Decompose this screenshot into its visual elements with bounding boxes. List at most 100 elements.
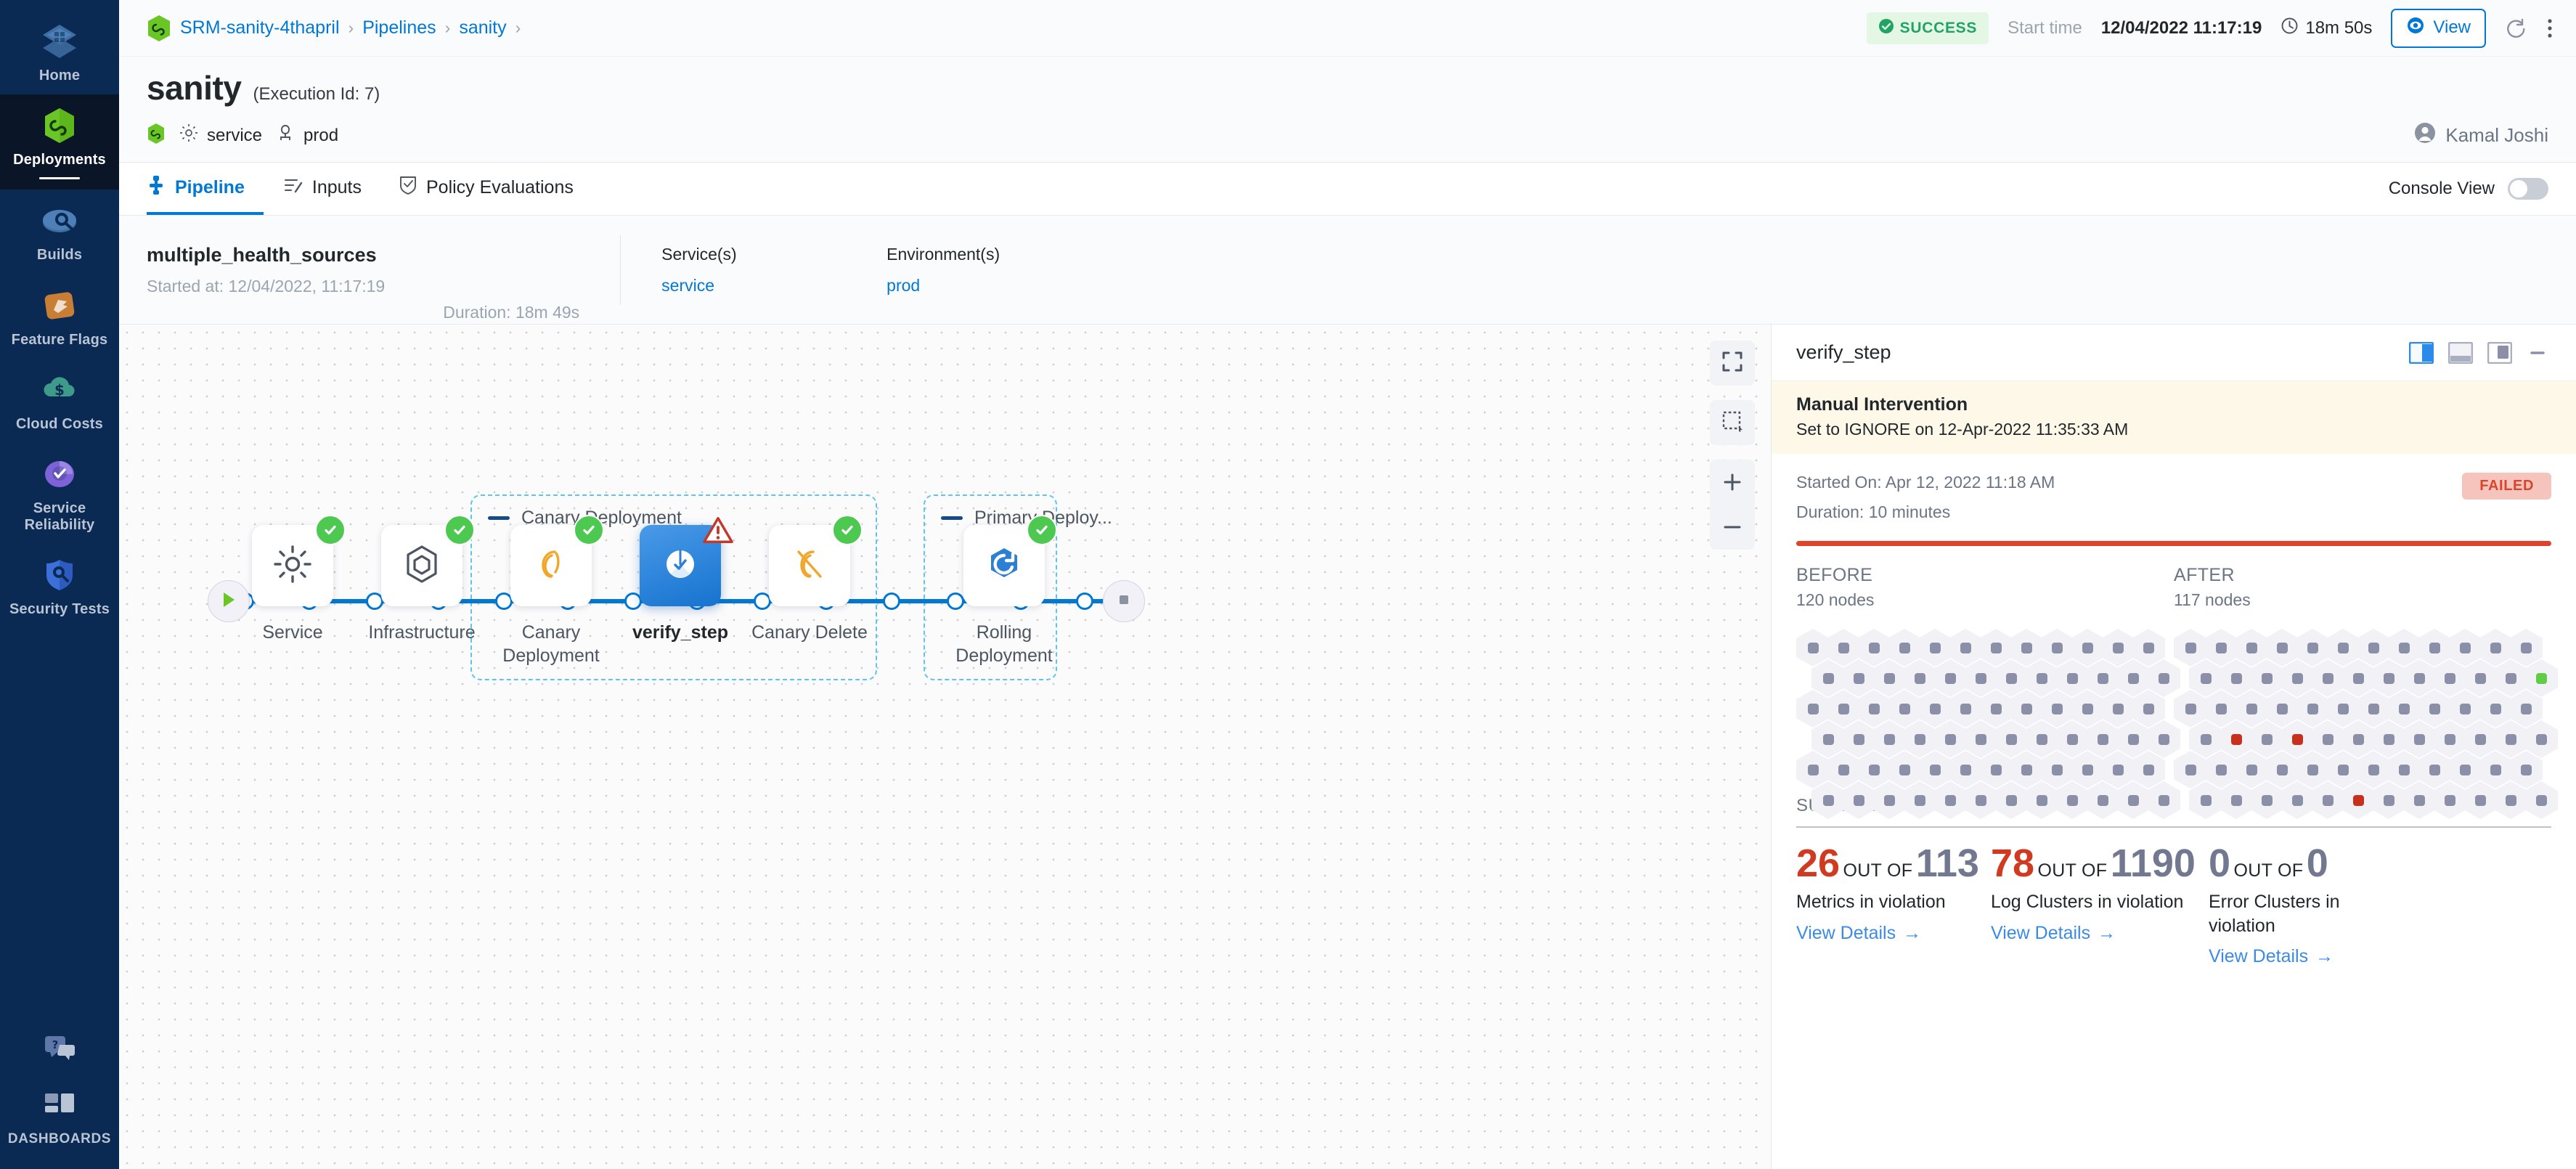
node-label: Rolling Deployment	[955, 622, 1053, 666]
node-hex	[2494, 659, 2527, 697]
page-title: sanity	[147, 69, 242, 107]
tab-pipeline[interactable]: Pipeline	[147, 163, 264, 215]
start-time-value: 12/04/2022 11:17:19	[2100, 17, 2262, 38]
after-title: AFTER	[2174, 565, 2235, 585]
graph-node-canary-deployment[interactable]: Canary Deployment	[482, 515, 620, 667]
node-hex	[2189, 781, 2222, 819]
error-clusters-view-details-link[interactable]: View Details →	[2209, 946, 2334, 967]
graph-node-canary-delete[interactable]: Canary Delete	[741, 515, 879, 644]
breadcrumb-item-project[interactable]: SRM-sanity-4thapril	[180, 17, 340, 38]
user-menu[interactable]: Kamal Joshi	[2414, 122, 2548, 149]
collapse-icon[interactable]	[488, 516, 510, 520]
node-hex	[1857, 690, 1891, 728]
sidebar-item-security-tests[interactable]: Security Tests	[0, 544, 119, 628]
console-view-toggle[interactable]: Console View	[2389, 163, 2548, 215]
service-chip[interactable]: service	[179, 123, 262, 148]
pipeline-graph-canvas[interactable]: Canary Deployment Primary Deploy...	[119, 325, 1772, 1169]
node-hex	[2387, 751, 2421, 789]
stage-info-strip: multiple_health_sources Started at: 12/0…	[119, 216, 2576, 325]
panel-bottom-layout-icon[interactable]	[2447, 341, 2474, 364]
collapse-icon[interactable]	[941, 516, 963, 520]
graph-node-service[interactable]: Service	[224, 515, 362, 644]
node-box[interactable]	[640, 517, 733, 606]
node-hex	[2147, 781, 2180, 819]
services-label: Service(s)	[661, 244, 737, 264]
sidebar-item-deployments[interactable]: Deployments	[0, 94, 119, 190]
zoom-in-button[interactable]	[1710, 460, 1755, 505]
node-hex	[2235, 690, 2268, 728]
sidebar-item-label: DASHBOARDS	[7, 1131, 112, 1146]
node-hex	[1964, 781, 1997, 819]
dashed-square-icon	[1721, 410, 1743, 436]
help-button[interactable]: ?	[0, 1022, 119, 1079]
node-hex	[1994, 781, 2028, 819]
graph-node-verify-step[interactable]: verify_step	[611, 517, 749, 644]
node-hex	[2220, 781, 2253, 819]
node-hex	[2010, 751, 2043, 789]
sidebar-item-cloud-costs[interactable]: $ Cloud Costs	[0, 359, 119, 443]
out-of-label: OUT OF	[1843, 860, 1913, 881]
node-hex	[2250, 720, 2283, 758]
node-hex	[2326, 690, 2360, 728]
node-label: verify_step	[632, 622, 729, 643]
view-button[interactable]: View	[2391, 8, 2486, 48]
tab-inputs[interactable]: Inputs	[264, 163, 380, 215]
breadcrumb-item-sanity[interactable]: sanity	[459, 17, 507, 38]
view-button-label: View	[2433, 17, 2471, 37]
step-detail-panel: verify_step	[1772, 325, 2576, 1169]
node-hex	[2055, 781, 2089, 819]
breadcrumb-item-pipelines[interactable]: Pipelines	[362, 17, 436, 38]
run-meta-row: Started On: Apr 12, 2022 11:18 AM Durati…	[1796, 454, 2551, 522]
panel-minimize-icon[interactable]	[2527, 342, 2551, 364]
refresh-icon[interactable]	[2505, 17, 2527, 39]
node-box[interactable]	[963, 515, 1057, 606]
infrastructure-hex-icon	[401, 543, 443, 589]
console-view-switch[interactable]	[2508, 178, 2548, 200]
node-hex	[1918, 629, 1952, 667]
tab-policy-evaluations[interactable]: Policy Evaluations	[380, 163, 592, 215]
node-hex	[2448, 629, 2482, 667]
node-box[interactable]	[769, 515, 863, 606]
node-box[interactable]	[381, 515, 475, 606]
node-hex	[2265, 629, 2299, 667]
node-hex	[2524, 781, 2558, 819]
sidebar-item-feature-flags[interactable]: Feature Flags	[0, 274, 119, 359]
services-value[interactable]: service	[661, 275, 715, 295]
panel-right-layout-icon[interactable]	[2408, 341, 2434, 364]
node-hex	[2433, 720, 2466, 758]
graph-start-node[interactable]	[208, 580, 250, 622]
environment-chip[interactable]: prod	[275, 123, 338, 148]
metrics-view-details-link[interactable]: View Details →	[1796, 923, 1921, 944]
zoom-out-button[interactable]	[1710, 505, 1755, 550]
graph-node-rolling-deployment[interactable]: Rolling Deployment	[935, 515, 1073, 667]
sidebar-item-home[interactable]: Home	[0, 10, 119, 94]
more-vertical-icon[interactable]	[2546, 17, 2554, 39]
node-hex	[2311, 720, 2344, 758]
graph-node-infrastructure[interactable]: Infrastructure	[353, 515, 491, 644]
sidebar-item-service-reliability[interactable]: Service Reliability	[0, 443, 119, 544]
node-box[interactable]	[510, 515, 604, 606]
node-hex	[2220, 720, 2253, 758]
verify-icon	[659, 543, 701, 589]
select-area-button[interactable]	[1710, 400, 1755, 445]
panel-float-layout-icon[interactable]	[2487, 341, 2513, 364]
node-hex	[2341, 781, 2375, 819]
environments-label: Environment(s)	[886, 244, 1000, 264]
node-box[interactable]	[252, 515, 346, 606]
manual-intervention-subtitle: Set to IGNORE on 12-Apr-2022 11:35:33 AM	[1796, 420, 2129, 439]
before-node-hex-grid	[1796, 629, 2180, 819]
sidebar-item-dashboards[interactable]: DASHBOARDS	[0, 1079, 119, 1169]
node-hex	[2311, 781, 2344, 819]
before-after-comparison: BEFORE 120 nodes AFTER 117 nodes	[1796, 565, 2558, 819]
graph-end-node[interactable]	[1103, 580, 1145, 622]
node-hex	[2448, 690, 2482, 728]
summary-cards: 26 OUT OF 113 Metrics in violation View …	[1796, 844, 2551, 967]
svg-text:?: ?	[52, 1038, 59, 1051]
stage-duration: Duration: 18m 49s	[443, 303, 580, 322]
service-reliability-icon	[40, 455, 79, 494]
log-clusters-view-details-link[interactable]: View Details →	[1991, 923, 2116, 944]
sidebar-item-builds[interactable]: Builds	[0, 190, 119, 274]
environments-value[interactable]: prod	[886, 275, 921, 295]
after-node-hex-grid	[2174, 629, 2558, 819]
fit-to-screen-button[interactable]	[1710, 341, 1755, 386]
